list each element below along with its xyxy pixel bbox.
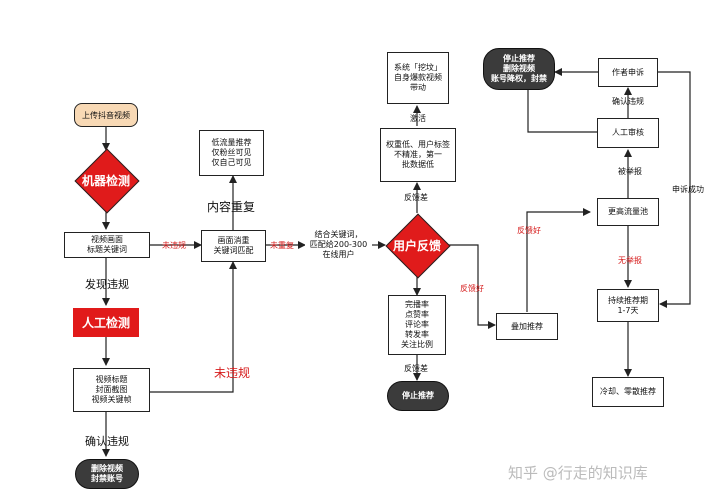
confirm-violation-label: 确认违规 [85, 435, 129, 448]
appeal-success-label: 申诉成功 [672, 185, 704, 194]
metrics-box: 完播率 点赞率 评论率 转发率 关注比例 [388, 295, 446, 355]
author-appeal-box: 作者申诉 [598, 58, 658, 87]
video-screen-box: 视频画面 标题关键词 [64, 232, 150, 258]
bad-feedback-label-2: 反馈差 [404, 364, 428, 373]
ban-account-node: 删除视频 封禁账号 [75, 459, 139, 489]
cooldown-box: 冷却、零散推荐 [592, 377, 664, 407]
no-violation-big-label: 未违规 [214, 366, 251, 380]
reported-label: 被举报 [618, 167, 642, 176]
manual-review-box: 人工审核 [597, 118, 659, 148]
machine-check-label: 机器检测 [81, 173, 130, 188]
good-feedback-label-2: 反馈好 [517, 226, 541, 235]
arrow-appeal-to-sustained [658, 71, 691, 308]
manual-check-node: 人工检测 [73, 308, 139, 337]
arrow-boost-to-highpool [526, 208, 591, 312]
found-violation-label: 发现违规 [85, 278, 129, 291]
watermark: 知乎 @行走的知识库 [508, 464, 648, 482]
arrow-feedback-to-boost [447, 244, 496, 329]
content-dup-label: 内容重复 [207, 200, 256, 214]
low-traffic-box: 低流量推荐 仅粉丝可见 仅自己可见 [199, 130, 264, 176]
good-feedback-label-1: 反馈好 [460, 284, 484, 293]
stop-recommend-node-2: 停止推荐 删除视频 账号降权，封禁 [483, 48, 555, 90]
arrow-review-to-stop2 [524, 75, 597, 133]
activate-label: 激活 [410, 114, 426, 123]
sustained-box: 持续推荐期 1-7天 [597, 289, 659, 322]
boost-box: 叠加推荐 [496, 313, 558, 340]
arrow-title-to-dedupe [150, 261, 237, 393]
no-dup-label: 未重复 [270, 241, 294, 250]
video-title-box: 视频标题 封面截图 视频关键帧 [73, 368, 150, 412]
dedupe-box: 画面消重 关键词匹配 [201, 230, 266, 262]
upload-label: 上传抖音视频 [82, 110, 130, 120]
no-violation-label: 未违规 [162, 241, 186, 250]
not-reported-label: 无举报 [618, 256, 642, 265]
high-pool-box: 更高流量池 [597, 198, 659, 226]
upload-start-node: 上传抖音视频 [74, 103, 138, 127]
user-feedback-label: 用户反馈 [392, 238, 441, 253]
confirm-violation-label-2: 确认违规 [612, 97, 644, 106]
bad-feedback-label-1: 反馈差 [404, 193, 428, 202]
stop-recommend-node-1: 停止推荐 [387, 381, 449, 411]
dig-box: 系统「挖坟」 自身爆款视频 带动 [387, 52, 449, 104]
match-users-box: 结合关键词， 匹配给200-300 在线用户 [305, 227, 372, 263]
weighting-box: 权重低、用户标签 不精准，第一 批数据低 [380, 128, 456, 182]
